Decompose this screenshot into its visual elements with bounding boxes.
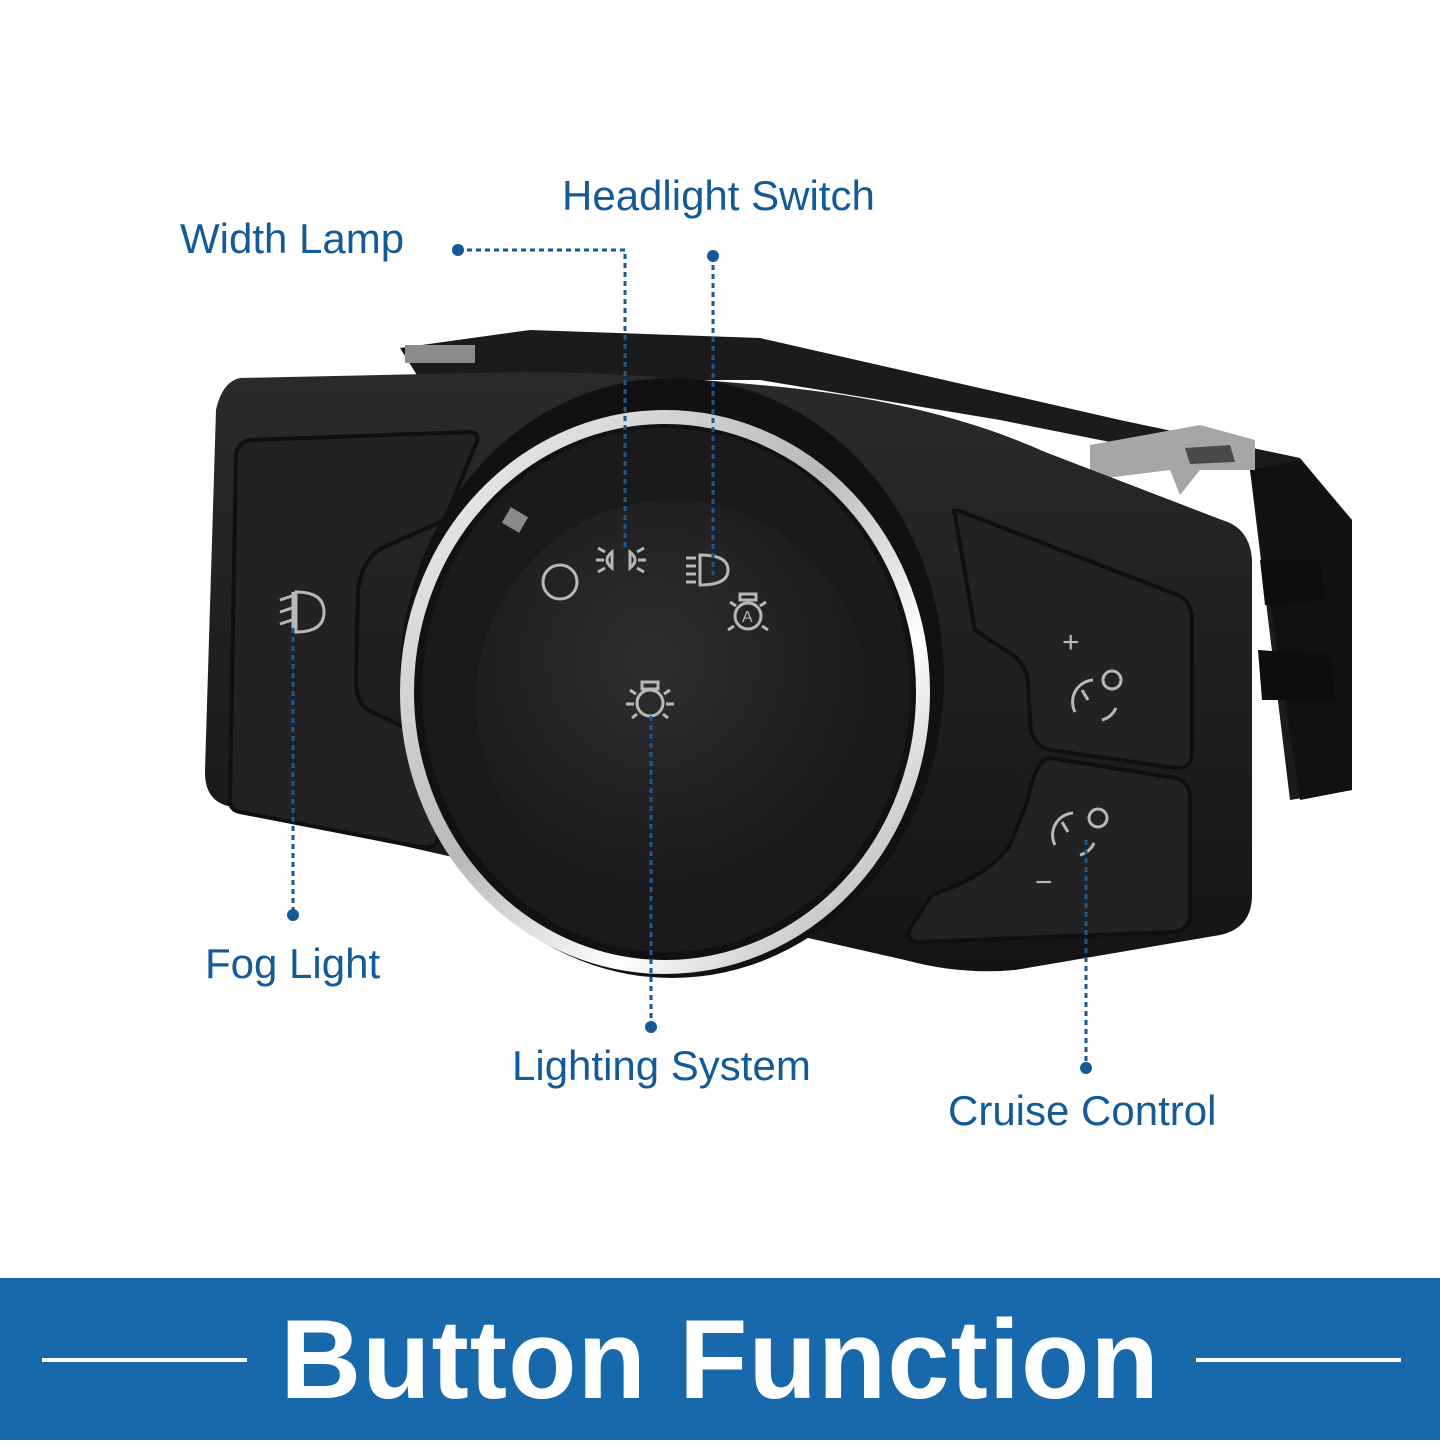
- cruise-increase-icon: [1071, 669, 1123, 722]
- minus-symbol: −: [1035, 866, 1053, 899]
- knob-pointer: [501, 507, 529, 533]
- banner-title: Button Function: [280, 1296, 1160, 1422]
- svg-text:A: A: [742, 609, 753, 626]
- chrome-ring: [400, 410, 930, 974]
- cruise-control-label: Cruise Control: [948, 1087, 1217, 1134]
- cruise-decrease-button[interactable]: [906, 755, 1192, 945]
- fog-light-label: Fog Light: [205, 940, 381, 987]
- plus-symbol: +: [1062, 626, 1080, 659]
- banner-rule-right: [1196, 1358, 1401, 1362]
- width-lamp-icon: [596, 546, 646, 574]
- fog-light-icon: [279, 590, 326, 634]
- headlight-icon: [686, 553, 730, 587]
- off-circle-icon: [541, 563, 579, 601]
- cruise-increase-button[interactable]: [951, 508, 1194, 771]
- banner-rule-left: [42, 1358, 247, 1362]
- lighting-system-label: Lighting System: [512, 1042, 811, 1089]
- width-lamp-label: Width Lamp: [180, 215, 405, 262]
- leader-lines: [291, 248, 1088, 1068]
- width-lamp-leader: [458, 248, 627, 548]
- headlight-switch-label: Headlight Switch: [562, 172, 875, 219]
- cruise-decrease-icon: [1051, 807, 1109, 857]
- auto-light-icon: A: [727, 592, 769, 632]
- title-banner: Button Function: [0, 1278, 1440, 1440]
- leader-dots: [287, 244, 1092, 1074]
- knob-face: [476, 500, 868, 900]
